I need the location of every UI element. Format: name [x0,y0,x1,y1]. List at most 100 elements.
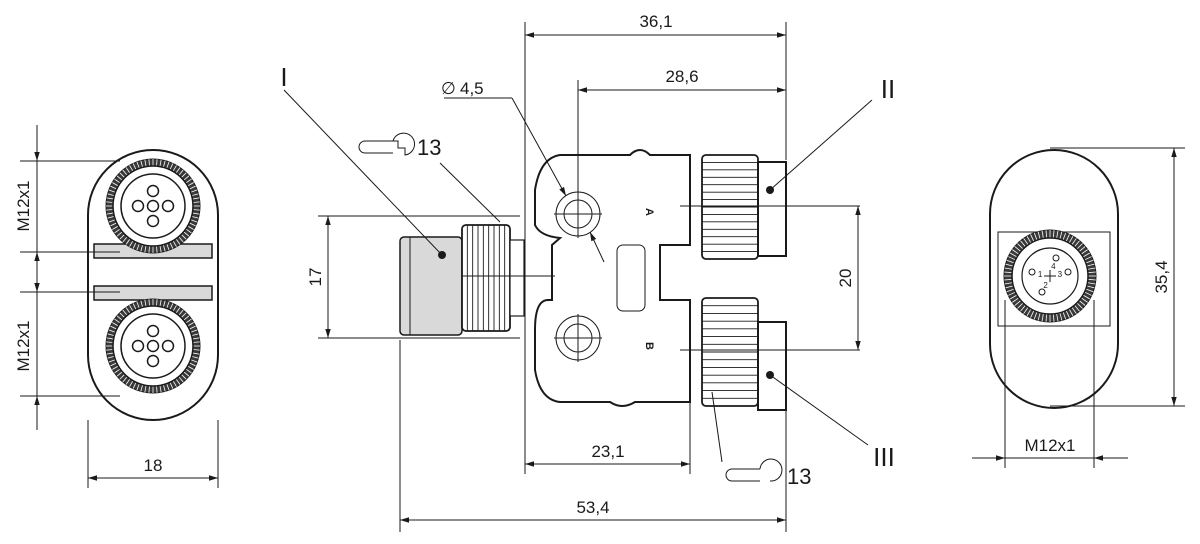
left-socket-upper-pin-4 [131,199,145,213]
right-knurl-tooth [1014,300,1022,306]
left-socket-upper-knurl-tooth [166,243,170,251]
wrench-icon-lower [759,458,783,482]
left-socket-lower-pin-3 [146,354,160,368]
right-knurl-tooth [1004,278,1013,281]
left-socket-lower-knurl-tooth [183,315,190,321]
right-knurl-tooth [1041,313,1044,322]
right-knurl-tooth [1059,312,1063,321]
left-socket-upper-knurl-tooth [175,238,181,245]
left-socket-upper-knurl-tooth [119,234,125,240]
wrench-icon-upper [365,132,416,156]
right-knurl-tooth [1004,271,1013,274]
left-socket-lower-knurl-tooth [148,385,150,393]
left-socket-lower-knurl-tooth [144,385,147,393]
left-socket-lower-knurl-tooth [116,371,123,377]
right-knurl-tooth [1005,263,1014,267]
left-socket-upper-knurl-tooth [107,215,115,219]
left-socket-lower-knurl-tooth [110,325,117,330]
right-knurl-tooth [1086,285,1095,289]
left-socket-upper-knurl-tooth [122,169,128,176]
left-socket-upper-knurl-tooth [187,225,194,230]
left-socket-upper-knurl-tooth [185,178,192,184]
left-socket-upper-knurl-tooth [125,238,131,245]
right-knurl-tooth [1045,230,1048,239]
right-knurl-tooth [1014,246,1022,252]
left-socket-upper-knurl-tooth [190,219,198,223]
input-knurled-nut [461,224,525,332]
wrench-handle-upper [358,140,393,154]
right-knurl-tooth [1005,285,1014,289]
left-socket-upper-knurl-tooth [110,222,117,227]
port-label-i: I [280,62,287,92]
left-socket-upper-knurl-tooth [129,165,134,172]
left-socket-lower-knurl-tooth [166,301,170,309]
outlet-spacing-label: 20 [836,269,855,288]
left-socket-lower-knurl-tooth [114,368,121,374]
left-socket-lower-knurl-tooth [156,385,158,393]
left-socket-lower-knurl-tooth [181,312,187,318]
left-socket-lower-knurl-tooth [183,371,190,377]
right-knurl-tooth [1037,312,1041,321]
left-socket-lower-knurl-tooth [107,355,115,359]
left-socket-upper-knurl-tooth [129,240,134,247]
right-knurl-tooth [1086,263,1095,267]
right-knurl-tooth [1068,308,1074,317]
left-socket-lower-knurl-tooth [169,382,174,389]
right-knurl-tooth [1009,252,1018,258]
left-socket-lower-knurl-tooth [114,318,121,324]
left-socket-upper-knurl-tooth [181,234,187,240]
left-socket-upper-knurl-tooth [108,189,116,193]
left-socket-upper-knurl-tooth [191,215,199,219]
left-socket-upper-knurl-tooth [189,222,196,227]
left-socket-lower-knurl-tooth [119,374,125,380]
left-socket-upper-knurl-tooth [132,242,137,249]
left-socket-upper-knurl-tooth [116,231,123,237]
right-thread-label: M12x1 [1024,436,1075,455]
right-pin-number: 4 [1051,262,1056,271]
right-knurl-tooth [1020,240,1026,248]
left-socket-lower-knurl-tooth [162,300,166,308]
left-socket-lower-knurl-tooth [185,368,192,374]
right-knurl-tooth [1076,302,1083,309]
left-socket-upper-knurl-tooth [144,159,147,167]
right-knurl-tooth [1052,313,1055,322]
left-socket-lower-knurl-tooth [192,352,200,355]
left-socket-upper-knurl-tooth [175,167,181,174]
wrench-handle-lower [725,468,760,482]
splitter-body [534,149,691,407]
left-socket-lower-knurl-tooth [116,315,123,321]
right-knurl-tooth [1026,308,1032,317]
left-socket-lower-knurl-tooth [172,305,177,312]
left-socket-upper-knurl-tooth [159,245,162,253]
left-socket-lower-knurl-tooth [192,349,200,351]
right-knurl-tooth [1068,235,1074,244]
left-socket-lower-knurl-tooth [178,376,184,383]
body-height-label: 17 [306,268,325,287]
right-knurl-tooth [1078,246,1086,252]
leader-line-i [283,89,443,256]
left-socket-upper-pin-0 [146,199,160,213]
right-knurl-tooth [1074,304,1080,312]
left-socket-lower-knurl-tooth [136,301,140,309]
left-socket-lower-knurl-tooth [156,299,158,307]
right-knurl-tooth [1009,294,1018,300]
left-socket-upper-knurl-tooth [114,178,121,184]
left-socket-upper-knurl-tooth [110,185,117,190]
left-socket-upper-knurl-tooth [106,197,114,200]
left-socket-lower-knurl-tooth [140,384,144,392]
left-socket-lower-knurl-tooth [132,303,137,310]
left-socket-lower-knurl-tooth [191,333,199,337]
left-sockets [105,158,201,394]
right-pin-number: 3 [1058,270,1063,279]
right-knurl-tooth [1008,291,1016,296]
left-socket-upper-knurl-tooth [156,245,158,253]
right-knurl-tooth [1037,231,1041,240]
right-knurl-tooth [1033,311,1038,320]
left-socket-lower-knurl-tooth [187,322,194,327]
left-socket-lower-knurl-tooth [112,322,119,327]
left-socket-lower-knurl-tooth [175,307,181,314]
left-socket-upper-pin-1 [146,184,160,198]
